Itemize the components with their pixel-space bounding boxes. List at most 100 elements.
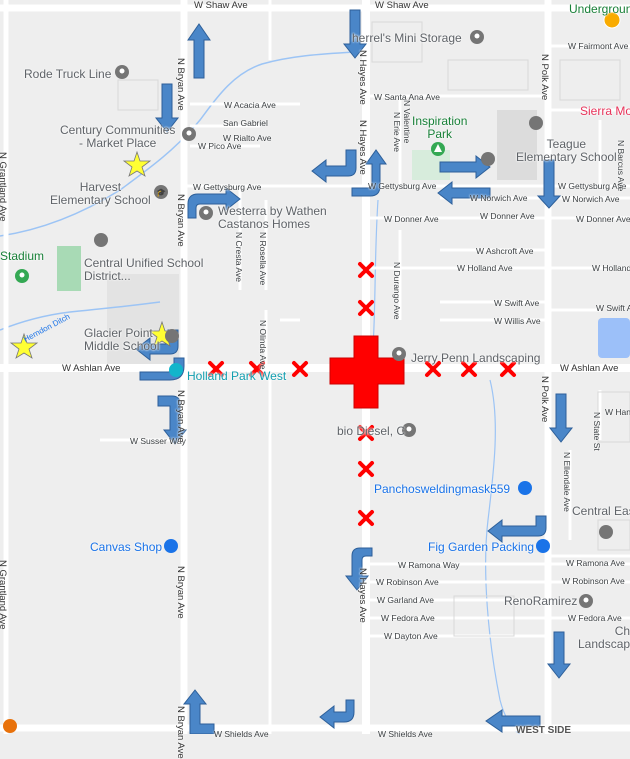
pin-glacier[interactable] xyxy=(165,329,179,343)
arrow-right-westerra xyxy=(187,186,241,219)
map-canvas[interactable]: 🎓 xyxy=(0,0,630,734)
red-x-marks xyxy=(208,262,516,526)
pin-underground[interactable] xyxy=(603,11,621,29)
label-fedora-right: W Fedora Ave xyxy=(568,613,622,623)
label-panchos[interactable]: Panchosweldingmask559 xyxy=(374,482,511,496)
pin-bio-diesel[interactable] xyxy=(402,423,416,437)
label-swift-right: W Swift Av xyxy=(596,303,630,313)
label-fig-garden[interactable]: Fig Garden Packing xyxy=(428,540,535,554)
label-willis: W Willis Ave xyxy=(494,316,541,326)
x-mark-hayes-5 xyxy=(358,510,374,526)
x-mark-hayes-4 xyxy=(358,461,374,477)
label-norwich-mid: W Norwich Ave xyxy=(470,193,528,203)
label-underground[interactable]: Undergroun xyxy=(569,2,630,16)
arrow-left-fig-garden xyxy=(487,515,547,544)
label-holland-mid: W Holland Ave xyxy=(457,263,513,273)
label-grantland-bottom: N Grantland Ave xyxy=(0,560,8,630)
arrow-left-hayes-bottom xyxy=(319,699,355,730)
pin-bottom-left[interactable] xyxy=(3,719,17,733)
x-mark-hayes-3 xyxy=(358,425,374,441)
label-polk-mid: N Polk Ave xyxy=(539,376,550,423)
label-shaw-left: W Shaw Ave xyxy=(194,0,248,11)
arrow-left-glacier xyxy=(135,329,179,362)
pin-mini-storage[interactable] xyxy=(470,30,484,44)
label-teague-school[interactable]: Teague Elementary School xyxy=(516,137,617,164)
label-inspiration-park[interactable]: Inspiration Park xyxy=(412,114,468,141)
pin-panchos[interactable] xyxy=(518,481,532,495)
pin-reno[interactable] xyxy=(579,594,593,608)
pin-fig-garden[interactable] xyxy=(536,539,550,553)
label-robinson-right: W Robinson Ave xyxy=(562,576,625,586)
label-gettysburg-left: W Gettysburg Ave xyxy=(193,182,262,192)
label-cresta: N Cresta Ave xyxy=(234,232,244,282)
label-donner-mid: W Donner Ave xyxy=(384,214,439,224)
label-reno[interactable]: RenoRamirez xyxy=(504,594,578,608)
arrow-down-market-place xyxy=(154,83,180,133)
label-valentine: N Valentine xyxy=(402,100,412,144)
label-state: N State St xyxy=(592,412,602,451)
pin-teague[interactable] xyxy=(481,152,495,166)
label-grantland-top: N Grantland Ave xyxy=(0,152,8,222)
label-sierra[interactable]: Sierra Mo xyxy=(580,104,630,118)
pin-westerra[interactable] xyxy=(199,206,213,220)
label-jerry-penn[interactable]: Jerry Penn Landscaping xyxy=(411,351,541,365)
label-gettysburg-mid: W Gettysburg Ave xyxy=(368,181,437,191)
label-bryan-lower: N Bryan Ave xyxy=(175,566,186,619)
pin-stadium[interactable] xyxy=(15,269,29,283)
arrow-down-polk-north xyxy=(536,159,562,209)
label-san-gabriel: San Gabriel xyxy=(223,118,268,128)
label-holland-park[interactable]: Holland Park West xyxy=(187,369,287,383)
pin-teague-2[interactable] xyxy=(529,116,543,130)
pin-central-unified[interactable] xyxy=(94,233,108,247)
label-acacia: W Acacia Ave xyxy=(224,100,276,110)
label-holland-right: W Holland Ave xyxy=(592,263,630,273)
label-ramona-right: W Ramona Ave xyxy=(566,558,625,568)
pin-jerry-penn[interactable] xyxy=(392,347,406,361)
pin-canvas[interactable] xyxy=(164,539,178,553)
canal-line xyxy=(0,51,355,237)
label-hayes-mid: N Hayes Ave xyxy=(357,120,368,175)
label-norwich-right: W Norwich Ave xyxy=(562,194,620,204)
label-ch-landscape[interactable]: Ch Landscap xyxy=(578,624,630,651)
arrow-up-bryan-north xyxy=(187,23,211,79)
arrow-right-teague xyxy=(439,154,491,180)
svg-text:🎓: 🎓 xyxy=(156,188,166,197)
pond xyxy=(598,318,630,358)
pin-harvest-school[interactable]: 🎓 xyxy=(154,185,168,199)
label-mini-storage[interactable]: herrel's Mini Storage xyxy=(352,31,462,45)
pin-central-east[interactable] xyxy=(599,525,613,539)
label-bryan-low: N Bryan Ave xyxy=(175,390,186,443)
label-fairmont: W Fairmont Ave xyxy=(568,41,629,51)
pin-century[interactable] xyxy=(182,127,196,141)
label-central-east[interactable]: Central Eas xyxy=(572,504,630,518)
label-glacier[interactable]: Glacier Point Middle School xyxy=(84,326,160,353)
x-mark-ashlan-2 xyxy=(249,361,265,377)
label-hayes-bottom: N Hayes Ave xyxy=(357,568,368,623)
pin-inspiration-park[interactable] xyxy=(431,142,445,156)
label-stadium[interactable]: Stadium xyxy=(0,249,45,263)
label-central-unified[interactable]: Central Unified School District... xyxy=(84,256,204,283)
label-rosella: N Rosella Ave xyxy=(258,232,268,286)
label-shields-right: W Shields Ave xyxy=(378,729,433,739)
arrow-down-polk-south xyxy=(548,393,574,443)
label-barcus: N Barcus Ave xyxy=(616,140,626,192)
star-stadium xyxy=(9,332,39,359)
park-area xyxy=(57,246,81,291)
label-canvas[interactable]: Canvas Shop xyxy=(90,540,163,554)
label-harvest[interactable]: Harvest Elementary School xyxy=(50,180,151,207)
label-fedora-mid: W Fedora Ave xyxy=(381,613,435,623)
label-santa-ana: W Santa Ana Ave xyxy=(374,92,440,102)
label-donner-right: W Donner Ave xyxy=(576,214,630,224)
label-westerra[interactable]: Westerra by Wathen Castanos Homes xyxy=(218,204,327,231)
label-rialto: W Rialto Ave xyxy=(223,133,272,143)
label-rode-truck[interactable]: Rode Truck Line xyxy=(24,67,112,81)
label-bio-diesel[interactable]: bio Diesel, C xyxy=(337,424,406,438)
label-bryan-top: N Bryan Ave xyxy=(175,58,186,111)
label-bryan-mid: N Bryan Ave xyxy=(175,194,186,247)
pin-rode-truck[interactable] xyxy=(115,65,129,79)
pin-holland-park[interactable] xyxy=(169,363,183,377)
x-mark-ashlan-6 xyxy=(500,361,516,377)
label-century[interactable]: Century Communities - Market Place xyxy=(60,123,176,150)
x-mark-ashlan-4 xyxy=(425,361,441,377)
x-mark-hayes-1 xyxy=(358,262,374,278)
